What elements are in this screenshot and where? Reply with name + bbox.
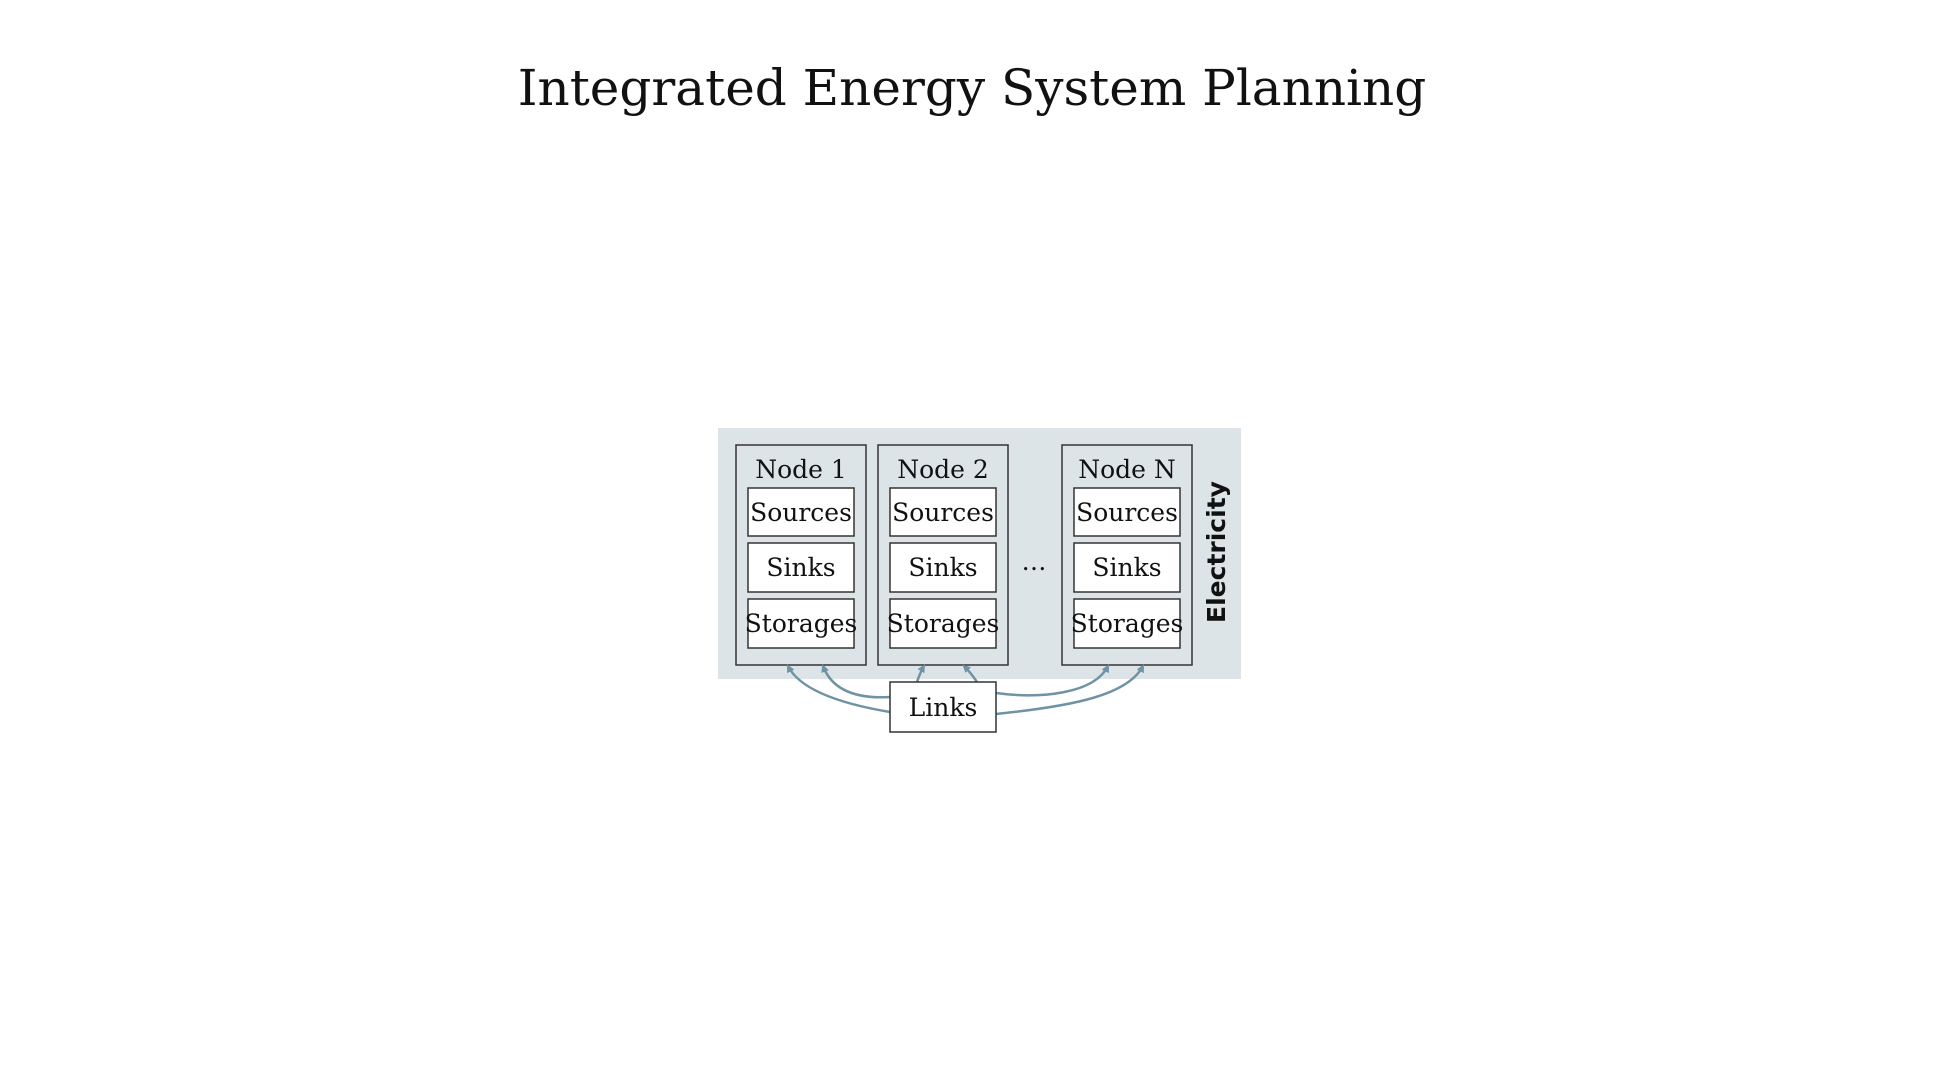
arrow-link-to-node-n-inner <box>995 664 1110 697</box>
node-1: Node 1 Sources Sinks Storages <box>735 444 867 666</box>
sinks-label: Sinks <box>766 553 835 582</box>
link-arrows <box>786 664 1145 716</box>
sources-box <box>1073 487 1181 537</box>
sinks-label: Sinks <box>908 553 977 582</box>
node-title: Node 2 <box>897 455 989 484</box>
storages-label: Storages <box>745 609 858 638</box>
ellipsis: … <box>1022 547 1047 576</box>
arrow-link-to-node-1-inner <box>821 664 891 699</box>
sources-box <box>889 487 997 537</box>
links-label: Links <box>909 693 978 722</box>
node-title: Node N <box>1078 455 1176 484</box>
page-title: Integrated Energy System Planning <box>517 59 1427 117</box>
arrow-link-to-node-2-left <box>915 664 926 683</box>
node-n: Node N Sources Sinks Storages <box>1061 444 1193 666</box>
sources-label: Sources <box>750 498 852 527</box>
sources-label: Sources <box>1076 498 1178 527</box>
arrow-link-to-node-2-right <box>962 664 979 683</box>
sinks-box <box>1073 542 1181 593</box>
node-2: Node 2 Sources Sinks Storages <box>877 444 1009 666</box>
sinks-box <box>889 542 997 593</box>
arrow-link-to-node-n-outer <box>995 664 1145 716</box>
storages-box <box>889 598 997 649</box>
layer-label: Electricity <box>1202 481 1231 623</box>
sources-label: Sources <box>892 498 994 527</box>
links-box <box>889 681 997 733</box>
storages-box <box>747 598 855 649</box>
storages-box <box>1073 598 1181 649</box>
node-title: Node 1 <box>755 455 847 484</box>
arrow-link-to-node-1-outer <box>786 664 891 714</box>
storages-label: Storages <box>887 609 1000 638</box>
storages-label: Storages <box>1071 609 1184 638</box>
sinks-label: Sinks <box>1092 553 1161 582</box>
sinks-box <box>747 542 855 593</box>
sources-box <box>747 487 855 537</box>
